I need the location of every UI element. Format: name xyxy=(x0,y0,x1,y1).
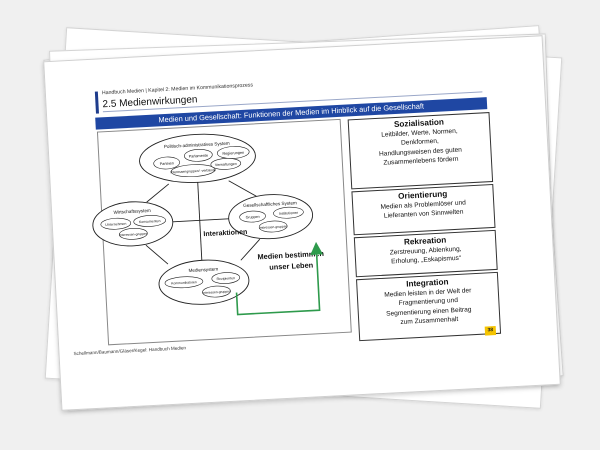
political-system-label: Politisch-administratives System xyxy=(164,141,230,149)
actor-label: Verwaltungen xyxy=(215,162,237,167)
connector-line xyxy=(146,183,170,203)
actor-ellipse xyxy=(170,164,216,178)
page-number-badge: 38 xyxy=(484,326,497,336)
actor-label: Rezipienten xyxy=(216,276,235,281)
actor-ellipse xyxy=(211,272,241,284)
social-system-label: Gesellschaftliches System xyxy=(243,200,297,208)
connector-line xyxy=(240,238,261,261)
actor-label: Konsumenten xyxy=(139,219,161,224)
actor-label: Unternehmen xyxy=(105,222,126,227)
actor-ellipse xyxy=(100,217,132,230)
actor-ellipse xyxy=(164,276,204,289)
economic-system-ellipse xyxy=(92,201,174,247)
systems-diagram: Politisch-administratives System Parteie… xyxy=(92,133,325,316)
function-description: Medien leisten in der Welt der Fragmenti… xyxy=(358,285,500,330)
function-box-orientierung: Orientierung Medien als Problemlöser und… xyxy=(351,183,496,236)
function-box-integration: Integration Medien leisten in der Welt d… xyxy=(356,271,502,342)
actor-ellipse xyxy=(216,146,250,159)
function-box-rekreation: Rekreation Zerstreuung, Ablenkung, Erhol… xyxy=(353,229,498,278)
actor-label: Kommunikatoren xyxy=(171,280,197,285)
function-box-sozialisation: Sozialisation Leitbilder, Werte, Normen,… xyxy=(347,112,494,190)
slide: Handbuch Medien | Kapitel 2: Medien im K… xyxy=(43,35,561,411)
economic-system-label: Wirtschaftssystem xyxy=(113,208,151,215)
actor-label: Institutionen xyxy=(279,211,299,216)
annotation-line-2: unser Leben xyxy=(269,260,314,271)
actor-ellipse xyxy=(184,148,213,162)
actor-label: Interessen-gruppen xyxy=(119,232,148,237)
function-description: Leitbilder, Werte, Normen, Denkformen, H… xyxy=(349,125,491,170)
actor-label: Parteien xyxy=(160,161,174,166)
connector-line xyxy=(228,180,257,197)
actor-label: Parlamente xyxy=(189,154,209,159)
actor-label: Interessen-gruppen xyxy=(259,224,288,229)
connector-line xyxy=(172,218,231,223)
connector-line xyxy=(145,244,169,265)
actor-ellipse xyxy=(210,158,242,170)
actor-label: Gruppen xyxy=(246,215,260,220)
media-system-label: Mediensystem xyxy=(188,266,218,273)
actor-label: Regierungen xyxy=(222,151,244,156)
actor-label: Interessen-gruppen xyxy=(202,289,231,294)
social-system-ellipse xyxy=(228,194,314,240)
interactions-label: Interaktionen xyxy=(203,229,247,238)
actor-ellipse xyxy=(133,215,166,227)
annotation-line-1: Medien bestimmen xyxy=(257,249,324,261)
actor-ellipse xyxy=(258,220,288,233)
actor-ellipse xyxy=(119,228,148,240)
actor-ellipse xyxy=(202,285,231,298)
actor-label: Interessengruppen/ -verbände xyxy=(170,168,216,174)
actor-ellipse xyxy=(239,210,266,223)
feedback-arrow xyxy=(235,241,324,316)
actor-ellipse xyxy=(153,156,180,170)
connector-line xyxy=(197,180,203,263)
actor-ellipse xyxy=(273,206,304,219)
